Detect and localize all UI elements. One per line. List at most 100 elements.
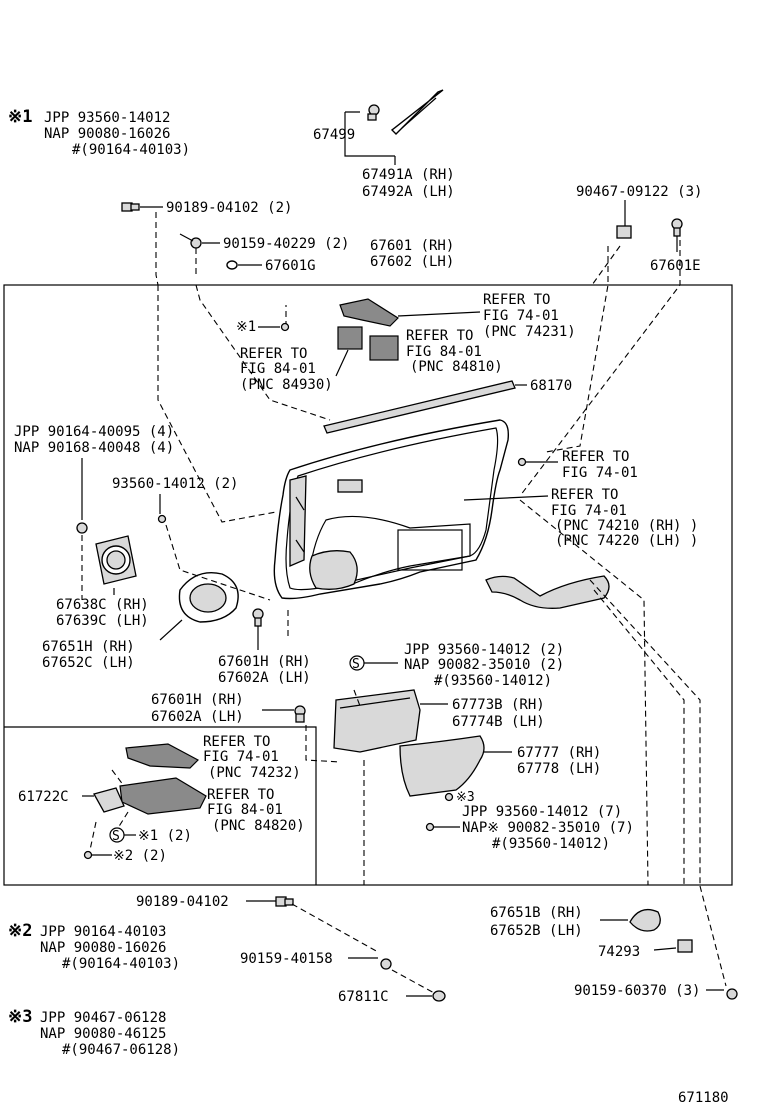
label-67602a-b: 67602A (LH)	[151, 709, 244, 725]
label-mark-3: ※3	[456, 790, 475, 805]
figure-number: 671180	[678, 1090, 729, 1106]
dash-93560-a	[165, 524, 271, 601]
label-67773b: 67773B (RH)	[452, 697, 545, 713]
s-mark-inset: S	[112, 829, 120, 844]
jpp-93560-7: JPP 93560-14012 (7)	[462, 804, 622, 820]
label-67602a-a: 67602A (LH)	[218, 670, 311, 686]
door-trim-side-bracket	[289, 475, 307, 567]
mirror-clip-part	[367, 104, 380, 121]
switch-84810-part	[369, 335, 399, 361]
label-67651h: 67651H (RH)	[42, 639, 135, 655]
dash-67601h-b	[305, 725, 341, 763]
screw-s2	[83, 850, 93, 860]
label-93560-14012-2: 93560-14012 (2)	[112, 476, 238, 492]
note-2: ※2 JPP 90164-40103 NAP 90080-16026 #(901…	[8, 921, 180, 972]
note-3-line-1: JPP 90467-06128	[40, 1010, 166, 1026]
leader-74210	[463, 495, 549, 501]
label-90159-40158: 90159-40158	[240, 951, 333, 967]
ref-74232-line-1: REFER TO	[203, 734, 270, 750]
label-67639c: 67639C (LH)	[56, 613, 149, 629]
nap-90082-7: NAP※ 90082-35010 (7)	[462, 820, 634, 836]
cover-67651b	[629, 908, 661, 932]
switch-base-detail	[339, 697, 411, 709]
screw-67601h-b	[294, 705, 306, 723]
s-line-1: JPP 93560-14012 (2)	[404, 642, 564, 658]
switch-84930-part	[337, 326, 363, 350]
label-61722c: 61722C	[18, 789, 69, 805]
label-67601-rh: 67601 (RH)	[370, 238, 454, 254]
dash-90467-a	[545, 246, 609, 453]
note-2-line-3: #(90164-40103)	[62, 956, 180, 972]
label-74293: 74293	[598, 944, 640, 960]
ref-74231-line-1: REFER TO	[483, 292, 550, 308]
weatherstrip-68170	[323, 380, 516, 434]
ref-84810-line-2: FIG 84-01	[406, 344, 482, 360]
ref-84930-line-3: (PNC 84930)	[240, 377, 333, 393]
ref-7401-line-2: FIG 74-01	[562, 465, 638, 481]
dash-inset-b	[117, 811, 129, 829]
dash-90159-60370-b	[699, 885, 727, 987]
screw-mark-1	[280, 322, 290, 332]
dash-90467-b	[591, 245, 621, 286]
ref-74231-line-2: FIG 74-01	[483, 308, 559, 324]
leader-74293	[653, 947, 677, 951]
note-1-line-1: JPP 93560-14012	[44, 110, 170, 126]
label-67652c: 67652C (LH)	[42, 655, 135, 671]
leader-67651h	[159, 619, 183, 641]
note-3-mark: ※3	[8, 1007, 32, 1027]
screw-90189-04102-b	[275, 896, 294, 907]
clip-90467-09122	[616, 225, 632, 239]
dash-left-long	[157, 285, 277, 523]
label-67602-lh: 67602 (LH)	[370, 254, 454, 270]
ref-74232-line-2: FIG 74-01	[203, 749, 279, 765]
door-trim-clip-a	[295, 496, 305, 511]
label-67601h-a: 67601H (RH)	[218, 654, 311, 670]
armrest-part	[485, 575, 610, 609]
note-3-line-2: NAP 90080-46125	[40, 1026, 166, 1042]
label-s2-2: ※2 (2)	[113, 848, 167, 864]
mirror-cover-inner	[401, 97, 437, 129]
label-67651b: 67651B (RH)	[490, 905, 583, 921]
screw-67601e	[671, 218, 683, 237]
label-mark-1: ※1	[236, 319, 256, 335]
label-67811c: 67811C	[338, 989, 389, 1005]
note-1-line-3: #(90164-40103)	[72, 142, 190, 158]
ref-84930-line-1: REFER TO	[240, 346, 307, 362]
dash-67601e	[519, 240, 681, 497]
dash-74293	[593, 589, 685, 885]
label-67601h-b: 67601H (RH)	[151, 692, 244, 708]
screw-67601h-a	[252, 608, 264, 627]
label-67638c: 67638C (RH)	[56, 597, 149, 613]
ref-74210-line-3: (PNC 74210 (RH) )	[555, 518, 698, 534]
note-2-line-1: JPP 90164-40103	[40, 924, 166, 940]
label-67652b: 67652B (LH)	[490, 923, 583, 939]
screw-ref-74-01	[517, 457, 527, 467]
label-90159-40229-2: 90159-40229 (2)	[223, 236, 349, 252]
note-1-line-2: NAP 90080-16026	[44, 126, 170, 142]
screw-90189-04102-top	[121, 202, 140, 212]
nap-90168-40048-4: NAP 90168-40048 (4)	[14, 440, 174, 456]
clip-74293	[677, 939, 693, 953]
note-2-mark: ※2	[8, 921, 32, 941]
label-s1-2: ※1 (2)	[138, 828, 192, 844]
note-3-line-3: #(90467-06128)	[62, 1042, 180, 1058]
door-trim-inner-edge	[285, 427, 499, 591]
screw-nap-7	[425, 822, 435, 832]
dash-inset-a	[111, 769, 125, 787]
s-mark: S	[352, 657, 360, 672]
label-67774b: 67774B (LH)	[452, 714, 545, 730]
ref-74231-line-3: (PNC 74231)	[483, 324, 576, 340]
label-90189-04102-2: 90189-04102 (2)	[166, 200, 292, 216]
label-67491a: 67491A (RH)	[362, 167, 455, 183]
ref-74210-line-2: FIG 74-01	[551, 503, 627, 519]
label-90467-09122-3: 90467-09122 (3)	[576, 184, 702, 200]
note-1: ※1 JPP 93560-14012 NAP 90080-16026 #(901…	[8, 107, 190, 158]
screw-90159-60370	[726, 988, 738, 1000]
label-68170: 68170	[530, 378, 572, 394]
label-90159-60370-3: 90159-60370 (3)	[574, 983, 700, 999]
ref-84820-line-2: FIG 84-01	[207, 802, 283, 818]
pull-cover-67777	[399, 735, 485, 797]
ref-84810-line-1: REFER TO	[406, 328, 473, 344]
leader-74231	[397, 311, 481, 317]
label-67492a: 67492A (LH)	[362, 184, 455, 200]
